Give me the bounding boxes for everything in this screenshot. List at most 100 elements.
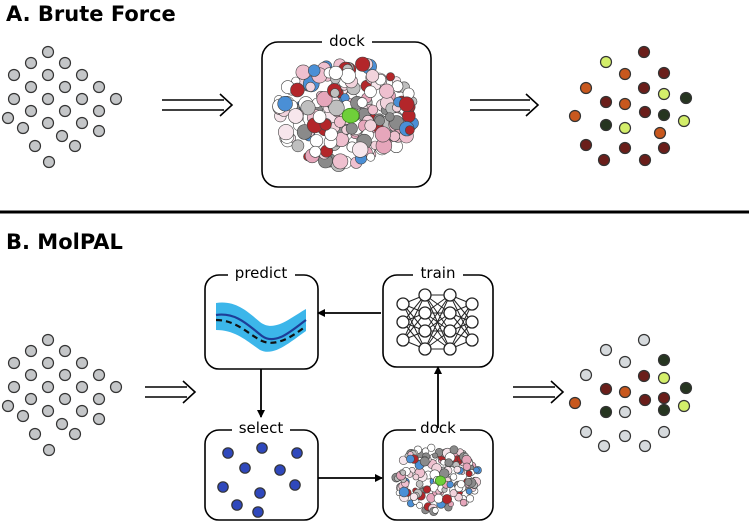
nn-node xyxy=(465,333,479,347)
molecule-dot xyxy=(75,92,89,106)
protein-atom xyxy=(312,110,327,124)
docked-molecule-dot xyxy=(679,91,693,105)
selected-molecule-dot xyxy=(252,506,264,518)
docked-molecule-dot xyxy=(618,141,632,155)
molecule-dot xyxy=(68,139,82,153)
protein-atom xyxy=(449,489,458,498)
nn-node xyxy=(443,342,457,356)
nn-node xyxy=(396,297,410,311)
selected-molecule-dot xyxy=(289,479,301,491)
select-box: select xyxy=(204,418,319,521)
protein-atom xyxy=(406,454,415,464)
protein-atom xyxy=(465,494,474,503)
docked-molecule-dot xyxy=(618,429,632,443)
nn-connection xyxy=(449,303,473,350)
molecule-dot xyxy=(58,368,72,382)
molecule-dot xyxy=(92,392,106,406)
protein-atom xyxy=(404,125,415,135)
protein-atom xyxy=(365,69,380,83)
protein-atom xyxy=(288,108,304,124)
molecule-dot xyxy=(16,121,30,135)
protein-atom xyxy=(416,501,423,509)
docked-molecule-dot xyxy=(618,97,632,111)
docked-molecule-dot xyxy=(677,114,691,128)
protein-atom xyxy=(398,486,410,498)
nn-node xyxy=(443,288,457,302)
select-label: select xyxy=(239,419,284,437)
double-arrow-b1 xyxy=(145,380,197,404)
predict-label: predict xyxy=(235,264,288,282)
docked-molecule-dot xyxy=(657,108,671,122)
double-arrow-a1 xyxy=(162,93,234,117)
molecule-dot xyxy=(75,380,89,394)
molecule-dot xyxy=(28,139,42,153)
dock-box-a: dock xyxy=(261,30,432,188)
docked-molecule-dot xyxy=(568,396,582,410)
molecule-dot xyxy=(92,80,106,94)
docked-molecule-dot xyxy=(657,403,671,417)
molecule-dot xyxy=(58,104,72,118)
molecule-dot xyxy=(68,427,82,441)
protein-atom xyxy=(427,443,436,452)
molecule-dot xyxy=(41,333,55,347)
protein-atom xyxy=(345,122,358,135)
protein-atom xyxy=(419,456,430,467)
molecule-dot xyxy=(1,111,15,125)
docked-molecule-dot xyxy=(599,55,613,69)
docked-molecule-dot xyxy=(638,393,652,407)
protein-atom xyxy=(453,465,461,474)
molecule-dot xyxy=(92,412,106,426)
nn-connection xyxy=(424,294,451,350)
protein-atom xyxy=(324,127,338,141)
docked-molecule-dot xyxy=(637,369,651,383)
nn-connection xyxy=(402,294,426,341)
docked-molecule-dot xyxy=(597,439,611,453)
double-arrow-b2 xyxy=(513,380,565,404)
protein-atom xyxy=(433,493,444,504)
protein-atom xyxy=(290,82,305,98)
docked-molecule-dot xyxy=(599,382,613,396)
docked-molecule-dot xyxy=(638,153,652,167)
molecule-dot xyxy=(24,392,38,406)
docked-molecule-dot xyxy=(677,399,691,413)
section-a-title: A. Brute Force xyxy=(6,2,176,26)
selected-molecule-dot xyxy=(231,499,243,511)
molecule-dot xyxy=(58,56,72,70)
nn-node xyxy=(418,324,432,338)
molecule-dot xyxy=(58,392,72,406)
nn-connection xyxy=(424,312,451,350)
protein-atom xyxy=(309,145,322,158)
protein-atom xyxy=(409,492,419,501)
protein-atom xyxy=(400,469,407,476)
library-cluster-b xyxy=(1,333,123,457)
docked-molecule-dot xyxy=(599,343,613,357)
docked-molecule-dot xyxy=(568,109,582,123)
protein-atom xyxy=(340,68,356,84)
nn-node xyxy=(443,324,457,338)
molecule-dot xyxy=(7,380,21,394)
nn-node xyxy=(396,333,410,347)
selected-molecule-dot xyxy=(274,464,286,476)
protein-atom xyxy=(432,452,439,459)
molecule-dot xyxy=(41,116,55,130)
protein-atom xyxy=(364,119,377,132)
protein-atom xyxy=(300,100,316,116)
ligand-blob xyxy=(341,107,360,124)
molecule-dot xyxy=(41,92,55,106)
protein-atom xyxy=(334,116,346,128)
protein-atom xyxy=(465,487,473,495)
train-box: train xyxy=(382,263,494,368)
molecule-dot xyxy=(58,80,72,94)
docked-molecule-dot xyxy=(657,371,671,385)
protein-atom xyxy=(385,112,395,122)
selected-molecule-dot xyxy=(217,481,229,493)
docked-molecule-dot xyxy=(637,45,651,59)
molecule-dot xyxy=(75,68,89,82)
protein-atom xyxy=(374,126,392,143)
selected-molecule-dot xyxy=(239,462,251,474)
molecule-dot xyxy=(75,116,89,130)
molecule-dot xyxy=(92,124,106,138)
molecule-dot xyxy=(75,356,89,370)
protein-atom xyxy=(462,462,472,471)
